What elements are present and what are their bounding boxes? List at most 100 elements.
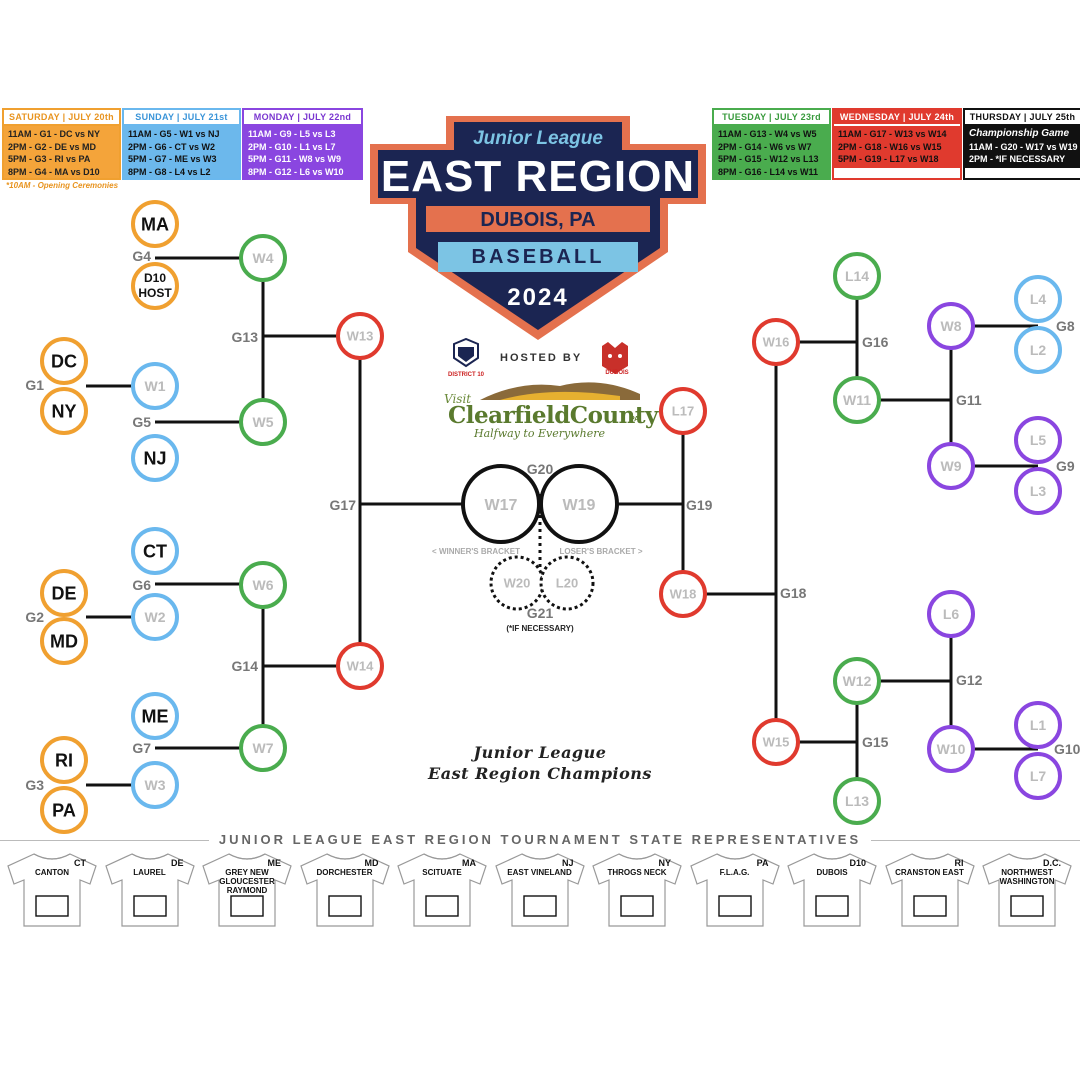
schedule-game: 8PM - G12 - L6 vs W10	[248, 166, 344, 177]
slot-label: W7	[253, 740, 274, 756]
slot-label: W17	[485, 497, 518, 514]
team-slot-l20: L20	[539, 555, 595, 611]
game-label-g3: G3	[25, 777, 44, 793]
team-slot-w15: W15	[752, 718, 800, 766]
shirt-state: ME	[267, 858, 282, 868]
shirt-state: PA	[756, 858, 769, 868]
team-slot-w12: W12	[833, 657, 881, 705]
dubois-logo-text: DUBOIS	[605, 370, 629, 376]
tshirt-icon	[7, 853, 97, 927]
tshirt-icon	[104, 853, 195, 927]
slot-label: W3	[145, 777, 166, 793]
schedule-game: 5PM - G3 - RI vs PA	[8, 154, 91, 164]
shirt-state: MD	[364, 858, 379, 868]
schedule-thursday: THURSDAY | JULY 25th Championship Game 1…	[963, 108, 1080, 180]
team-slot-w11: W11	[833, 376, 881, 424]
team-slot-w17: W17	[461, 464, 541, 544]
slot-circle	[40, 736, 88, 784]
slot-circle	[40, 617, 88, 665]
game-label-g5: G5	[132, 414, 151, 430]
schedule-tuesday: TUESDAY | JULY 23rd 11AM - G13 - W4 vs W…	[712, 108, 831, 180]
team-slot-pa: PA	[40, 786, 88, 834]
slot-circle	[833, 376, 881, 424]
tshirt-icon	[397, 853, 487, 927]
slot-circle	[131, 362, 179, 410]
slot-label: W4	[253, 250, 274, 266]
team-slot-md: MD	[40, 617, 88, 665]
slot-circle	[131, 527, 179, 575]
slot-circle	[833, 252, 881, 300]
divider-left	[0, 840, 262, 841]
game-label-g12: G12	[956, 672, 983, 688]
slot-label: DE	[51, 583, 76, 603]
slot-circle	[1014, 752, 1062, 800]
slot-circle	[239, 234, 287, 282]
slot-label: W14	[347, 659, 375, 674]
schedule-game: 5PM - G19 - L17 vs W18	[838, 154, 939, 164]
schedule-game: 2PM - G2 - DE vs MD	[8, 141, 97, 152]
little-league-logo	[452, 337, 480, 370]
schedule-game: 8PM - G16 - L14 vs W11	[718, 166, 819, 177]
team-slot-w20: W20	[489, 555, 545, 611]
tshirt-icon	[299, 853, 390, 927]
schedule-game: 11AM - G9 - L5 vs L3	[248, 129, 336, 139]
team-slot-l17: L17	[659, 387, 707, 435]
visit-label: Visit	[444, 392, 472, 406]
slot-label: L3	[1030, 483, 1047, 499]
shirt-team: LAUREL	[133, 868, 166, 877]
team-slot-me: ME	[131, 692, 179, 740]
slot-circle	[659, 387, 707, 435]
slot-circle	[833, 777, 881, 825]
shirt-state: D10	[849, 858, 866, 868]
shirt-team: THROGS NECK	[607, 868, 667, 877]
divider-right	[818, 840, 1080, 841]
game-label-g16: G16	[862, 334, 889, 350]
game-label-g14: G14	[232, 658, 259, 674]
slot-circle	[752, 318, 800, 366]
pa-suffix: PA	[630, 416, 640, 423]
shirt-team: CANTON	[34, 868, 70, 877]
team-slot-w4: W4	[239, 234, 287, 282]
slot-label: L14	[845, 268, 869, 284]
game-label-g17: G17	[330, 497, 357, 513]
slot-circle	[40, 337, 88, 385]
team-slot-l4: L4	[1014, 275, 1062, 323]
team-slot-l14: L14	[833, 252, 881, 300]
game-label-g9: G9	[1056, 458, 1075, 474]
shirt-team: GREY NEW GLOUCESTER RAYMOND	[219, 868, 275, 895]
district-label: DISTRICT 10	[447, 372, 484, 378]
slot-circle	[659, 570, 707, 618]
team-slot-w7: W7	[239, 724, 287, 772]
tshirt-icon	[689, 853, 780, 927]
slot-circle	[131, 200, 179, 248]
team-slot-w9: W9	[927, 442, 975, 490]
shirt-state: MA	[462, 858, 476, 868]
shirt-team: DUBOIS	[816, 868, 848, 877]
slot-label: DC	[51, 351, 77, 371]
slot-circle	[131, 434, 179, 482]
game-label-g21: G21	[527, 605, 554, 621]
shirt-state: CT	[74, 858, 86, 868]
team-slot-w14: W14	[336, 642, 384, 690]
shirt-team: NORTHWEST WASHINGTON	[999, 868, 1055, 886]
schedule-header: WEDNESDAY | JULY 24th	[834, 110, 960, 126]
logo-junior-league: Junior League	[473, 128, 603, 149]
schedule-game: 8PM - G4 - MA vs D10	[8, 166, 100, 177]
logo-east-region: EAST REGION	[380, 152, 696, 201]
schedule-header: THURSDAY | JULY 25th	[965, 110, 1080, 126]
team-slot-ct: CT	[131, 527, 179, 575]
slot-circle	[131, 761, 179, 809]
schedule-game: 2PM - G10 - L1 vs L7	[248, 141, 336, 152]
game-label-g19: G19	[686, 497, 713, 513]
schedule-game: 11AM - G20 - W17 vs W19	[969, 141, 1078, 152]
game-label-g4: G4	[132, 248, 151, 264]
slot-circle	[752, 718, 800, 766]
slot-label: W18	[670, 587, 697, 602]
schedule-game: 8PM - G8 - L4 vs L2	[128, 166, 211, 177]
slot-label: W1	[145, 378, 166, 394]
team-slot-w1: W1	[131, 362, 179, 410]
